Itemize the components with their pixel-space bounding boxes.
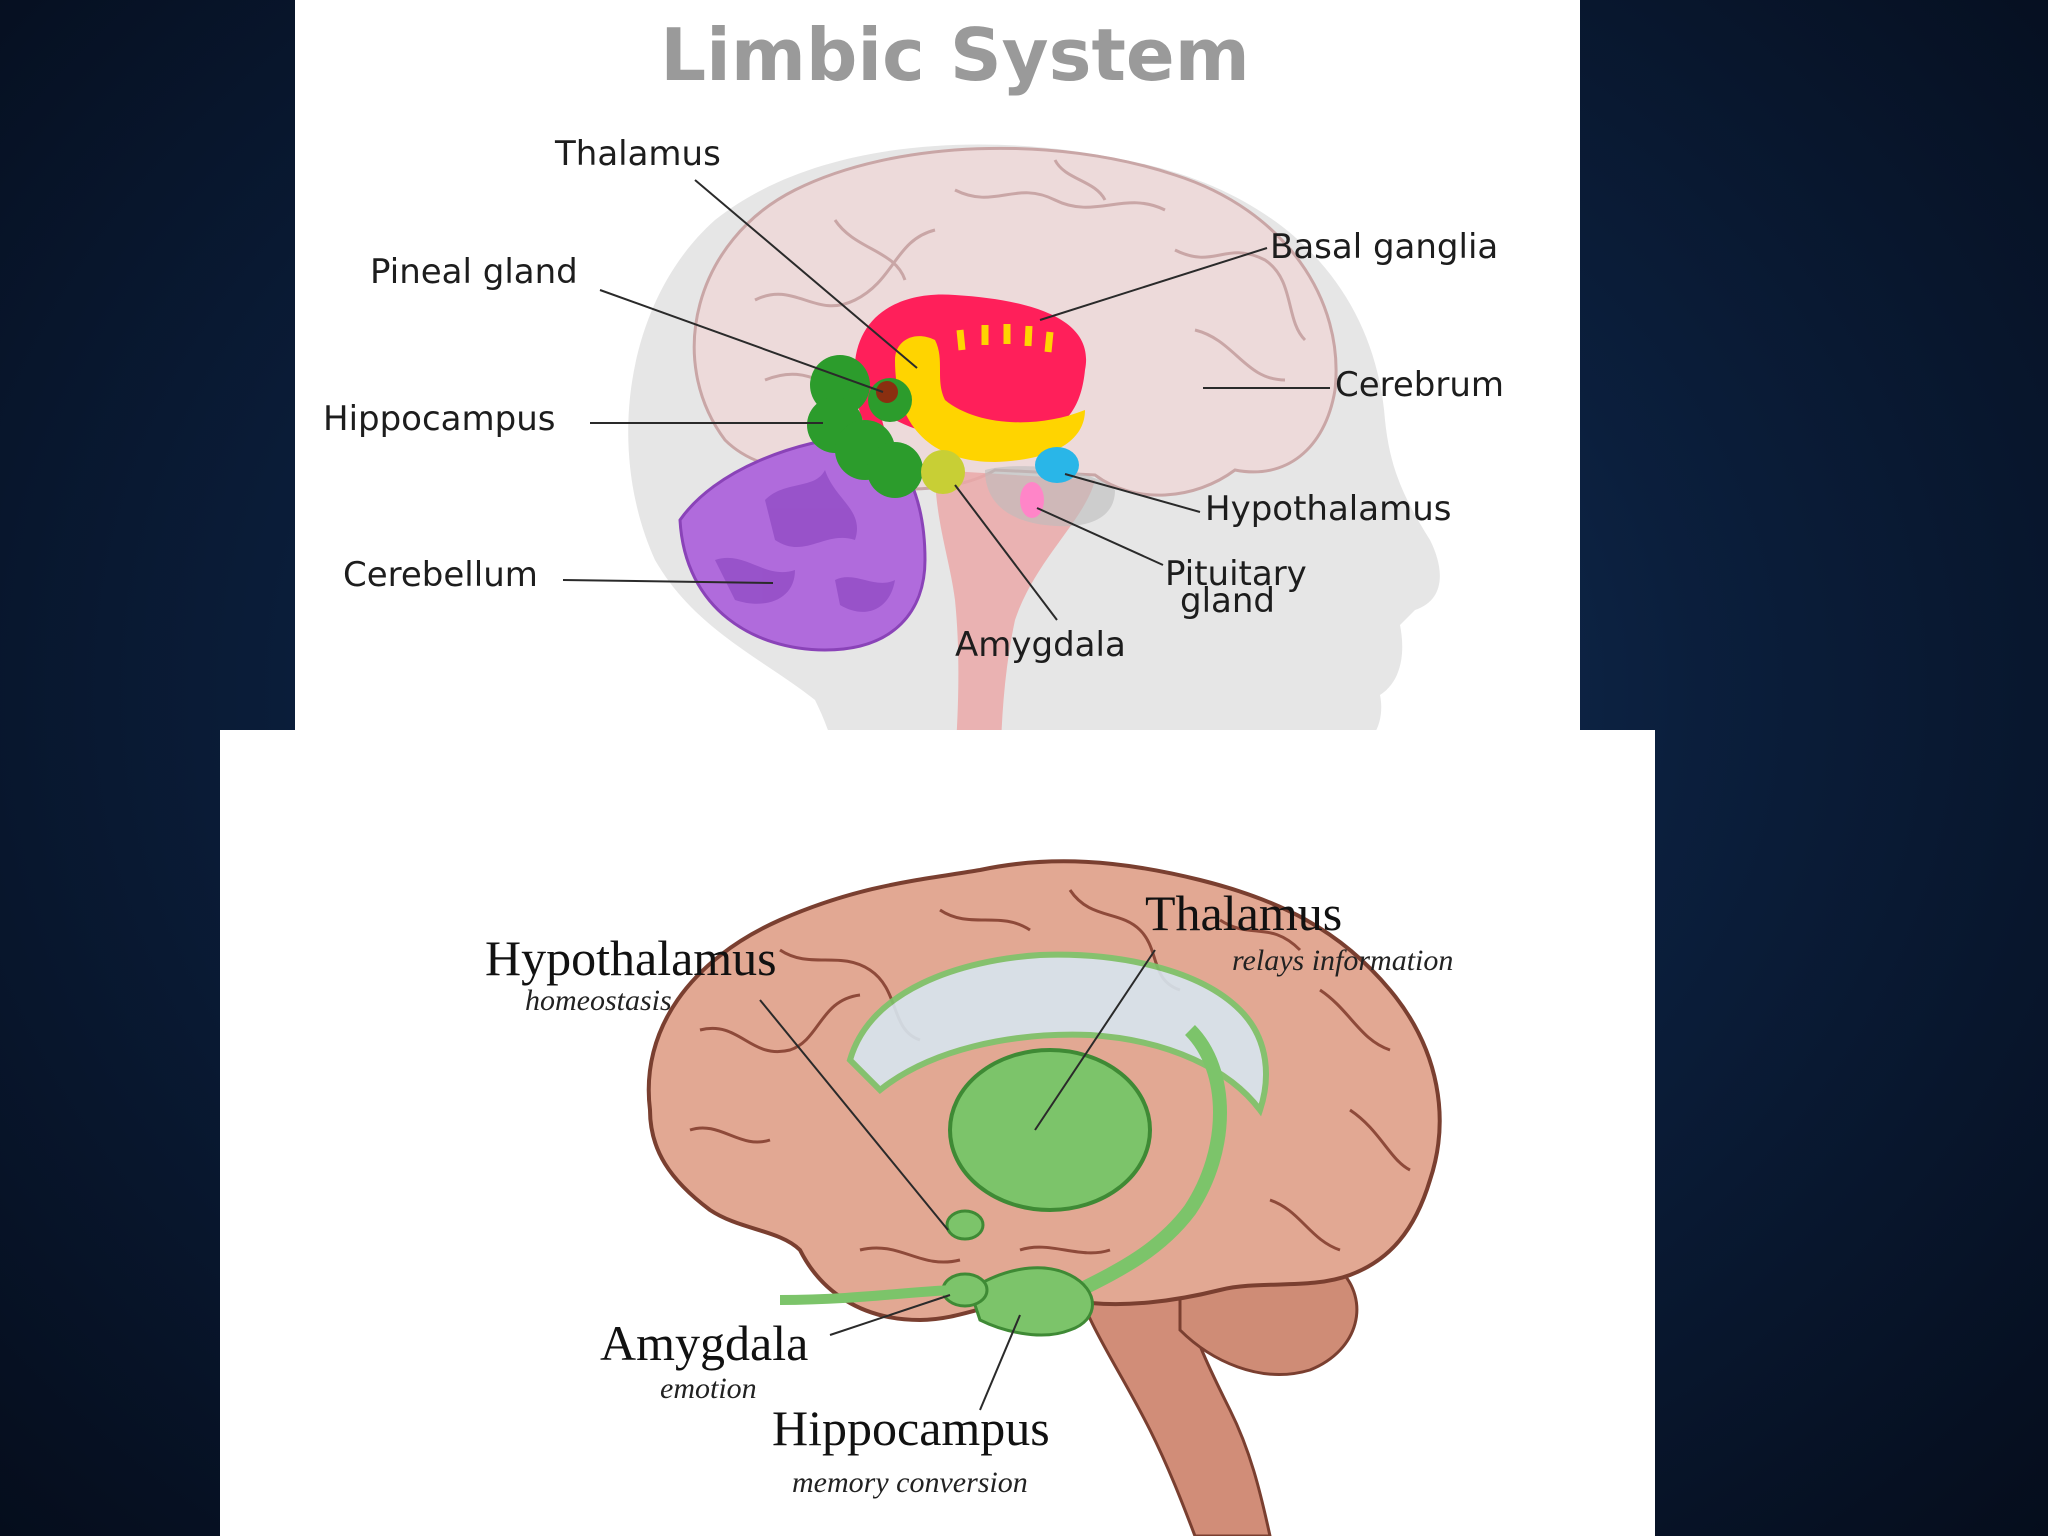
label-cerebellum: Cerebellum <box>343 555 538 595</box>
pineal-gland-leader <box>599 289 884 393</box>
label-amygdala-sub: emotion <box>660 1372 757 1405</box>
cerebellum-texture <box>715 470 895 612</box>
hippocampus-shape <box>807 355 923 498</box>
label-hypothalamus-illustration: Hypothalamus <box>485 930 777 986</box>
label-pineal-gland: Pineal gland <box>370 252 578 292</box>
cerebrum-folds <box>754 159 1307 388</box>
label-cerebrum: Cerebrum <box>1335 365 1504 405</box>
label-pituitary-line2: gland <box>1180 581 1275 621</box>
label-amygdala-illustration: Amygdala <box>600 1315 808 1371</box>
pituitary-gland-shape <box>1020 482 1044 518</box>
cerebellum-leader <box>562 579 774 584</box>
label-hippocampus: Hippocampus <box>323 399 555 439</box>
amygdala-shape <box>921 450 965 494</box>
ventricle-shape <box>846 951 1269 1117</box>
hippocampus-illustration <box>968 1266 1094 1337</box>
hypothalamus-illustration <box>945 1209 985 1241</box>
brain-stem-illustration <box>1067 1268 1272 1536</box>
label-hippocampus-illustration: Hippocampus <box>772 1400 1050 1456</box>
diagram-title: Limbic System <box>660 13 1249 97</box>
label-thalamus-illustration: Thalamus <box>1145 885 1342 941</box>
pineal-gland-shape <box>876 381 898 403</box>
label-hippocampus-sub: memory conversion <box>792 1466 1028 1499</box>
hypothalamus-leader <box>1064 473 1201 513</box>
basal-ganglia-leader <box>1039 247 1268 321</box>
thalamus-illustration-leader <box>1034 949 1156 1131</box>
olfactory-tract-illustration <box>779 1285 961 1305</box>
hypothalamus-illustration-leader <box>759 999 949 1231</box>
basal-ganglia-stripes <box>956 324 1054 353</box>
pituitary-leader <box>1036 507 1164 566</box>
amygdala-illustration-leader <box>829 1294 951 1336</box>
limbic-structures <box>779 1025 1227 1337</box>
label-basal-ganglia: Basal ganglia <box>1270 227 1498 267</box>
thalamus-illustration <box>948 1048 1152 1212</box>
brain-illustration: Hypothalamus homeostasis Thalamus relays… <box>485 859 1453 1536</box>
label-hypothalamus-sub: homeostasis <box>525 984 672 1017</box>
fornix-illustration <box>1076 1025 1227 1297</box>
label-pituitary-line1: Pituitary <box>1165 554 1307 594</box>
label-thalamus: Thalamus <box>554 134 721 174</box>
label-amygdala: Amygdala <box>955 625 1126 665</box>
label-thalamus-sub: relays information <box>1232 944 1453 977</box>
thalamus-shape <box>895 336 1085 462</box>
midbrain-shape <box>985 466 1115 527</box>
thalamus-leader <box>694 179 918 369</box>
amygdala-leader <box>954 484 1058 621</box>
label-hypothalamus: Hypothalamus <box>1205 489 1451 529</box>
hippocampus-illustration-leader <box>979 1314 1021 1411</box>
limbic-system-diagram: Limbic System <box>323 13 1504 890</box>
hypothalamus-shape <box>1035 447 1079 483</box>
brain-illustration-panel: Hypothalamus homeostasis Thalamus relays… <box>220 730 1655 1536</box>
